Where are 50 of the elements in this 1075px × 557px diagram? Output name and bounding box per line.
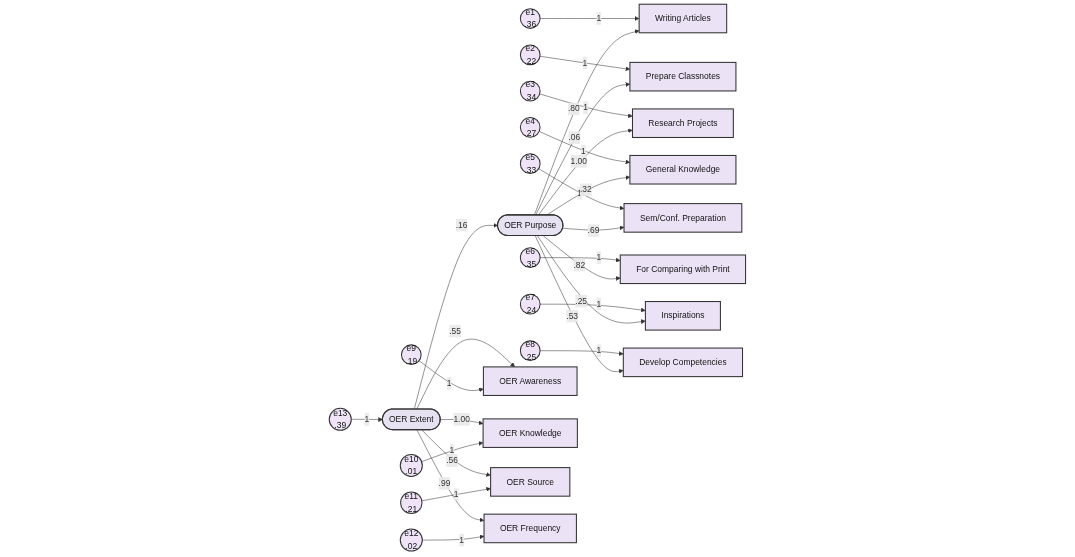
node-circle: e9 .19 bbox=[401, 344, 422, 366]
node-box: OER Awareness bbox=[482, 366, 578, 396]
node-circle: e12 .02 bbox=[399, 528, 423, 552]
edge-label: 1 bbox=[582, 58, 588, 68]
edge-label: .99 bbox=[438, 478, 451, 488]
node-circle: e11 .21 bbox=[400, 491, 423, 514]
edge-label: .25 bbox=[575, 296, 588, 306]
node-box: For Comparing with Print bbox=[619, 254, 747, 285]
edge-label: .06 bbox=[568, 132, 581, 142]
node-circle: e2 .22 bbox=[519, 44, 541, 66]
node-box: General Knowledge bbox=[629, 154, 737, 185]
edge-label: .56 bbox=[446, 455, 458, 465]
edge-label: 1 bbox=[581, 146, 586, 156]
node-box: Inspirations bbox=[645, 301, 722, 331]
node-box: OER Knowledge bbox=[482, 418, 578, 448]
node-box: Develop Competencies bbox=[622, 347, 744, 378]
node-circle: e10 .01 bbox=[399, 453, 423, 477]
node-box: OER Source bbox=[490, 467, 571, 497]
edge-label: 1 bbox=[596, 299, 602, 309]
node-circle: e1 .36 bbox=[519, 8, 541, 29]
edge-label: 1 bbox=[364, 414, 370, 424]
edge-label: 1 bbox=[446, 378, 452, 388]
edge-label: .32 bbox=[580, 184, 592, 194]
edge-label: .16 bbox=[455, 220, 468, 230]
node-box: Sem/Conf. Preparation bbox=[623, 203, 743, 233]
edge-label: 1 bbox=[596, 13, 602, 23]
node-circle: e7 .24 bbox=[519, 293, 541, 315]
edge-label: 1 bbox=[596, 345, 602, 355]
edge-label: 1 bbox=[596, 252, 602, 262]
node-box: OER Frequency bbox=[483, 513, 578, 544]
edge-label: .69 bbox=[587, 225, 600, 235]
node-circle: e3 .34 bbox=[519, 80, 541, 102]
edge-label: .80 bbox=[568, 104, 580, 114]
node-circle: e8 .25 bbox=[519, 340, 541, 362]
edge-label: .53 bbox=[566, 311, 579, 321]
node-box: Prepare Classnotes bbox=[629, 61, 737, 92]
edge-label: 1 bbox=[449, 445, 455, 455]
node-circle: e6 .35 bbox=[519, 247, 541, 268]
edge-label: 1 bbox=[453, 489, 459, 499]
edge-label: .82 bbox=[573, 260, 586, 270]
edge-label: 1 bbox=[583, 102, 588, 112]
edge-label: .55 bbox=[449, 326, 462, 336]
node-circle: e5 .33 bbox=[519, 153, 541, 175]
node-box: Writing Articles bbox=[638, 3, 728, 34]
node-box: Research Projects bbox=[632, 108, 734, 138]
edge-label: 1.00 bbox=[453, 414, 470, 424]
edge-label: 1 bbox=[459, 535, 465, 545]
node-circle: e4 .27 bbox=[519, 117, 541, 138]
node-circle: e13 .39 bbox=[328, 407, 352, 431]
edge-label: 1.00 bbox=[570, 156, 588, 166]
